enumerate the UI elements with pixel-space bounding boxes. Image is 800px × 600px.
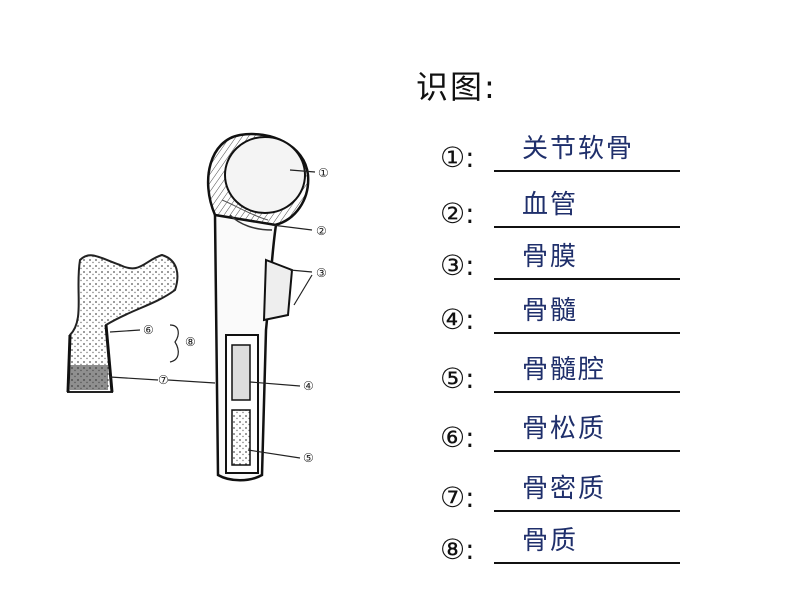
answer-text: 血管 <box>522 190 579 220</box>
answer-row-2: ②: 血管 <box>440 178 700 228</box>
answer-blank-line <box>494 170 680 172</box>
callout-1: ① <box>318 166 329 180</box>
row-number: ③: <box>440 249 475 282</box>
row-number: ⑦: <box>440 481 475 514</box>
bone-section-view <box>66 253 179 393</box>
callout-6: ⑥ <box>143 323 154 337</box>
callout-7: ⑦ <box>158 373 169 387</box>
answer-text: 骨密质 <box>522 474 607 504</box>
answer-row-8: ⑧: 骨质 <box>440 514 700 564</box>
answer-blank-line <box>494 450 680 452</box>
answer-blank-line <box>494 332 680 334</box>
answer-row-1: ①: 关节软骨 <box>440 122 700 172</box>
answer-row-7: ⑦: 骨密质 <box>440 462 700 512</box>
callout-4: ④ <box>303 379 314 393</box>
answer-row-5: ⑤: 骨髓腔 <box>440 343 700 393</box>
answer-blank-line <box>494 510 680 512</box>
leader-lines <box>109 169 316 459</box>
answer-text: 骨髓腔 <box>522 355 607 385</box>
answer-blank-line <box>494 562 680 564</box>
row-number: ④: <box>440 303 475 336</box>
row-number: ⑤: <box>440 362 475 395</box>
row-number: ①: <box>440 141 475 174</box>
callout-2: ② <box>316 224 327 238</box>
answer-row-4: ④: 骨髓 <box>440 284 700 334</box>
answer-blank-line <box>494 391 680 393</box>
answer-blank-line <box>494 226 680 228</box>
callout-8: ⑧ <box>185 335 196 349</box>
answer-blank-line <box>494 278 680 280</box>
answer-text: 骨质 <box>522 526 579 556</box>
answer-text: 骨髓 <box>522 296 579 326</box>
page-title: 识图: <box>416 68 497 106</box>
bone-diagram: ① ② ③ ④ ⑤ ⑥ ⑦ ⑧ <box>66 132 329 482</box>
callout-5: ⑤ <box>303 451 314 465</box>
row-number: ②: <box>440 197 475 230</box>
row-number: ⑥: <box>440 421 475 454</box>
answer-row-3: ③: 骨膜 <box>440 230 700 280</box>
callout-labels: ① ② ③ ④ ⑤ ⑥ ⑦ ⑧ <box>143 166 329 465</box>
answer-text: 骨膜 <box>522 242 579 272</box>
answer-row-6: ⑥: 骨松质 <box>440 402 700 452</box>
long-bone <box>206 132 310 482</box>
answer-text: 骨松质 <box>522 414 607 444</box>
row-number: ⑧: <box>440 533 475 566</box>
answer-text: 关节软骨 <box>522 134 635 164</box>
callout-3: ③ <box>316 266 327 280</box>
